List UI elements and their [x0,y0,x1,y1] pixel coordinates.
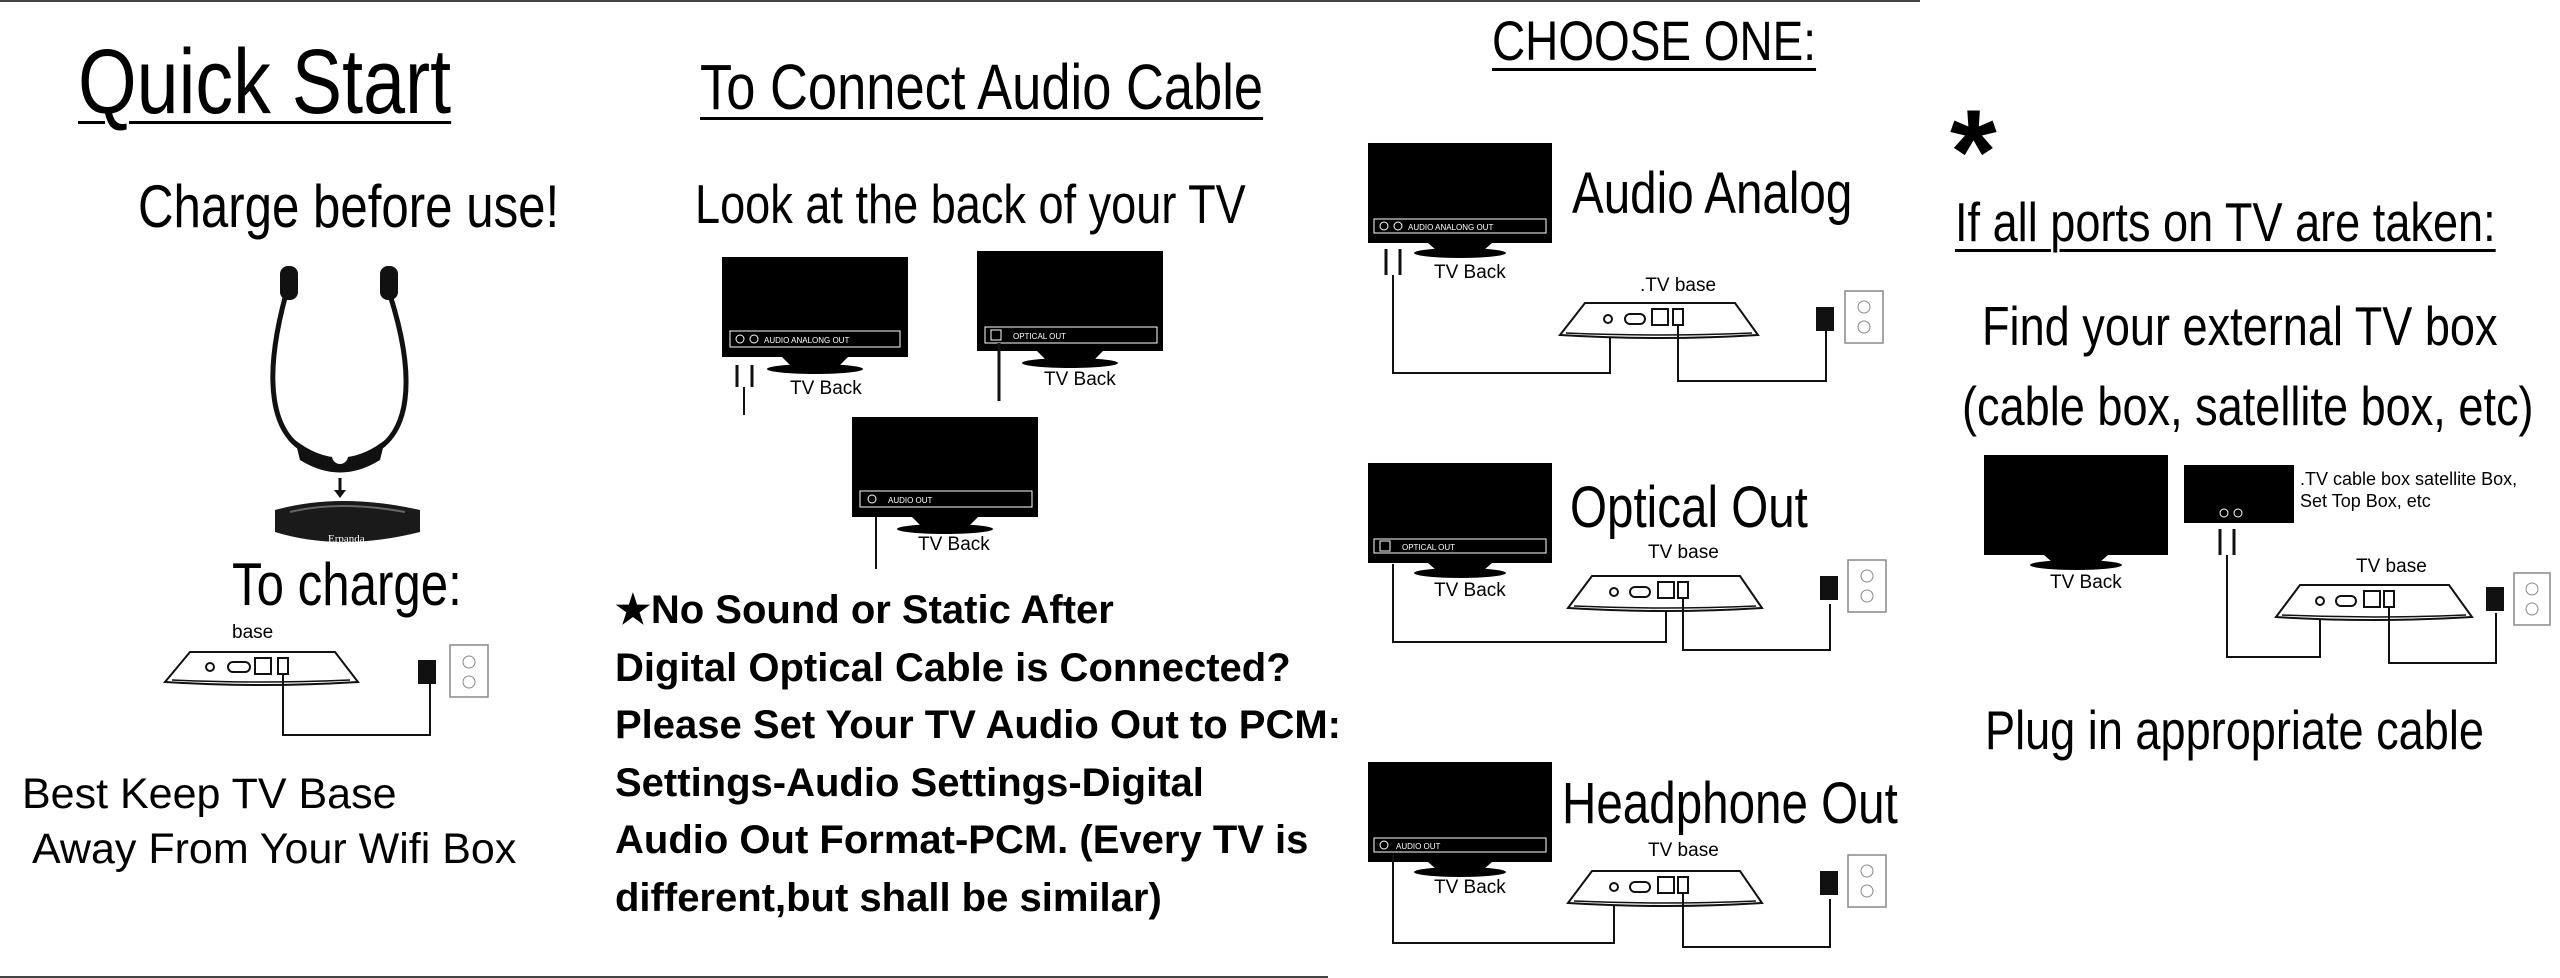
connect-subtitle: Look at the back of your TV [695,173,1246,235]
analog-port-label: AUDIO ANALONG OUT [1408,223,1493,232]
external-box-diagram [1984,455,2551,664]
external-tv-back-label: TV Back [2050,572,2122,593]
connect-title: To Connect Audio Cable [700,51,1264,123]
tv2-port-label: OPTICAL OUT [1013,332,1066,341]
tv1-port-label: AUDIO ANALONG OUT [764,336,849,345]
ports-taken-line2: (cable box, satellite box, etc) [1962,375,2534,437]
wifi-tip-line2: Away From Your Wifi Box [32,825,517,873]
asterisk-icon: * [1950,85,1997,219]
ports-taken-line1: Find your external TV box [1982,295,2498,357]
option-analog-tv: AUDIO ANALONG OUT [1368,143,1552,258]
tv3-back-label: TV Back [918,534,990,555]
option-analog-wiring [1384,249,1884,382]
quick-start-title: Quick Start [78,31,452,133]
wifi-tip: Best Keep TV Base Away From Your Wifi Bo… [22,770,516,874]
charge-note: Charge before use! [138,173,560,240]
option-analog-tvback: TV Back [1434,262,1506,283]
option-optical-wiring [1392,559,1887,651]
tv-optical-back: OPTICAL OUT [977,251,1163,401]
option-headphone-base: TV base [1648,840,1719,861]
headphone-port-label: AUDIO OUT [1396,842,1441,851]
option-headphone-wiring [1392,854,1887,948]
option-optical-tv: OPTICAL OUT [1368,463,1552,578]
option-optical-tvback: TV Back [1434,580,1506,601]
tv2-back-label: TV Back [1044,369,1116,390]
pcm-note-line: Audio Out Format-PCM. (Every TV is [615,818,1309,862]
external-box-label: .TV cable box satellite Box, Set Top Box… [2300,469,2518,511]
top-border [0,0,1920,2]
choose-one-title: CHOOSE ONE: [1492,9,1817,72]
tv-analog-back: AUDIO ANALONG OUT [722,257,908,415]
option-analog-base: .TV base [1640,275,1717,296]
charging-base-diagram [162,644,489,736]
option-optical-name: Optical Out [1570,475,1808,540]
pcm-note-line: ★No Sound or Static After [615,588,1114,632]
pcm-note-line: Settings-Audio Settings-Digital [615,760,1204,805]
option-analog-name: Audio Analog [1572,161,1853,226]
brand-logo-text: Erpanda [328,533,365,545]
pcm-note: ★No Sound or Static After Digital Optica… [615,582,1341,927]
tv3-port-label: AUDIO OUT [888,496,933,505]
ports-taken-title: If all ports on TV are taken: [1955,191,2496,253]
plug-cable-note: Plug in appropriate cable [1985,699,2484,761]
option-headphone-name: Headphone Out [1562,771,1898,836]
tv-audioout-back: AUDIO OUT [852,417,1038,569]
pcm-note-line: different,but shall be similar) [615,875,1162,920]
base-label: base [232,622,274,643]
bottom-border [0,976,1328,978]
option-optical-base: TV base [1648,542,1719,563]
option-headphone-tvback: TV Back [1434,877,1506,898]
headphone-illustration: Erpanda [270,266,420,545]
wifi-tip-line1: Best Keep TV Base [22,770,397,818]
external-tv-base-label: TV base [2356,556,2427,577]
to-charge-label: To charge: [232,551,462,618]
option-headphone-tv: AUDIO OUT [1368,762,1552,877]
pcm-note-line: Digital Optical Cable is Connected? [615,645,1291,690]
tv1-back-label: TV Back [790,378,862,399]
optical-port-label: OPTICAL OUT [1402,543,1455,552]
pcm-note-line: Please Set Your TV Audio Out to PCM: [615,703,1341,747]
